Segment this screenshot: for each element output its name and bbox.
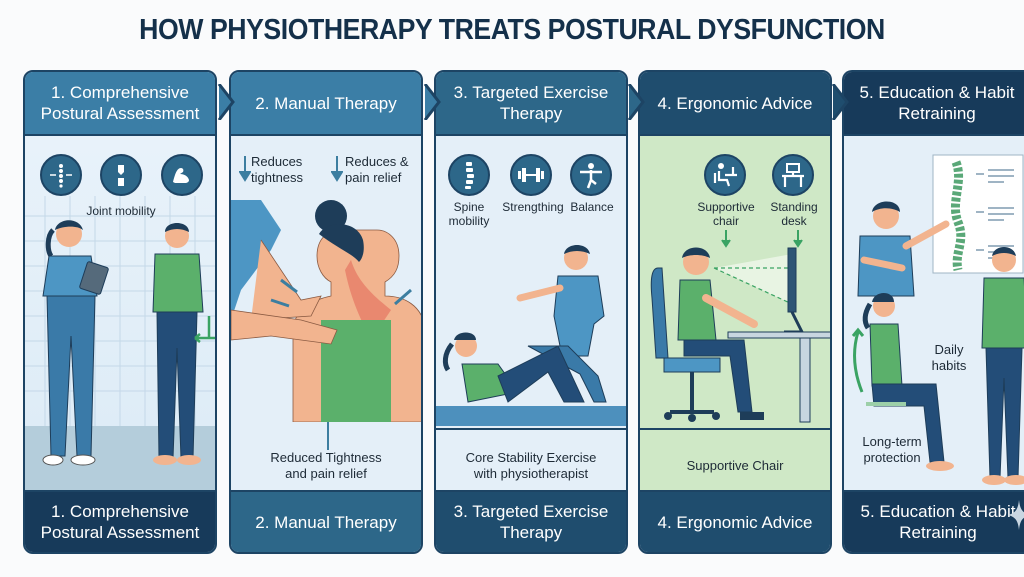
divider <box>436 428 626 430</box>
panel-body: Spine mobility Strengthing Balance Core … <box>436 136 626 492</box>
flexed-arm-icon <box>161 154 203 196</box>
panel-body: Reduces tightness Reduces & pain relief … <box>231 136 421 492</box>
spine-icon <box>448 154 490 196</box>
panel-ergonomic-advice: 4. Ergonomic Advice Supportive chair Sta… <box>638 70 832 554</box>
panel-footer: 2. Manual Therapy <box>231 490 421 552</box>
alignment-arrow-icon <box>194 316 215 343</box>
daily-habits-label: Daily habits <box>931 342 967 373</box>
panel-footer: 1. Comprehensive Postural Assessment <box>25 490 215 552</box>
panel-caption: Core Stability Exercise with physiothera… <box>465 450 597 481</box>
panel-manual-therapy: 2. Manual Therapy Reduces tightness Redu… <box>229 70 423 554</box>
page-title: HOW PHYSIOTHERAPY TREATS POSTURAL DYSFUN… <box>139 14 885 46</box>
panel-footer: 3. Targeted Exercise Therapy <box>436 490 626 552</box>
icon-label: Strengthing <box>502 200 564 214</box>
down-arrow-icon <box>239 156 251 182</box>
balance-figure-icon <box>570 154 612 196</box>
long-term-protection-label: Long-term protection <box>862 434 922 465</box>
panel-header: 1. Comprehensive Postural Assessment <box>25 72 215 136</box>
exercise-illustration <box>436 245 626 426</box>
divider <box>640 428 830 430</box>
ergonomic-workstation-illustration <box>650 230 830 423</box>
standing-desk-icon <box>772 154 814 196</box>
panel-header: 2. Manual Therapy <box>231 72 421 136</box>
chevron-right-icon <box>423 84 441 120</box>
panel-caption: Reduced Tightness and pain relief <box>270 450 382 481</box>
chevron-right-icon <box>217 84 235 120</box>
down-arrow-icon <box>331 156 343 182</box>
panel-footer: 4. Ergonomic Advice <box>640 490 830 552</box>
panel-caption: Supportive Chair <box>686 458 784 473</box>
panel-body: Daily habits Long-term protection <box>844 136 1024 492</box>
icon-label: Joint mobility <box>86 204 156 218</box>
sparkle-icon <box>1008 500 1024 530</box>
panel-header: 5. Education & Habit Retraining <box>844 72 1024 136</box>
panel-assessment: 1. Comprehensive Postural Assessment Joi… <box>23 70 217 554</box>
therapist-pointing-figure <box>857 201 950 297</box>
massage-illustration <box>231 200 421 422</box>
icon-label: Supportive chair <box>697 200 755 228</box>
therapist-figure <box>42 220 109 466</box>
panel-body: Supportive chair Standing desk Supportiv… <box>640 136 830 492</box>
standing-man-figure <box>981 247 1024 485</box>
knee-joint-icon <box>100 154 142 196</box>
panel-body: Joint mobility <box>25 136 215 492</box>
chevron-right-icon <box>627 84 645 120</box>
patient-figure <box>152 223 204 465</box>
panel-footer: 5. Education & Habit Retraining <box>844 490 1024 552</box>
panel-header: 4. Ergonomic Advice <box>640 72 830 136</box>
desk-chair-icon <box>704 154 746 196</box>
benefit-label: Reduces & pain relief <box>345 154 409 185</box>
panel-education: 5. Education & Habit Retraining <box>842 70 1024 554</box>
icon-label: Balance <box>570 200 614 214</box>
seated-woman-figure <box>851 293 954 471</box>
chevron-right-icon <box>831 84 849 120</box>
dumbbell-icon <box>510 154 552 196</box>
icon-label: Standing desk <box>770 200 818 228</box>
spine-alignment-icon <box>40 154 82 196</box>
panel-header: 3. Targeted Exercise Therapy <box>436 72 626 136</box>
icon-label: Spine mobility <box>448 200 490 228</box>
benefit-label: Reduces tightness <box>251 154 304 185</box>
panel-exercise-therapy: 3. Targeted Exercise Therapy Spine mobil… <box>434 70 628 554</box>
result-arrow <box>327 422 329 450</box>
